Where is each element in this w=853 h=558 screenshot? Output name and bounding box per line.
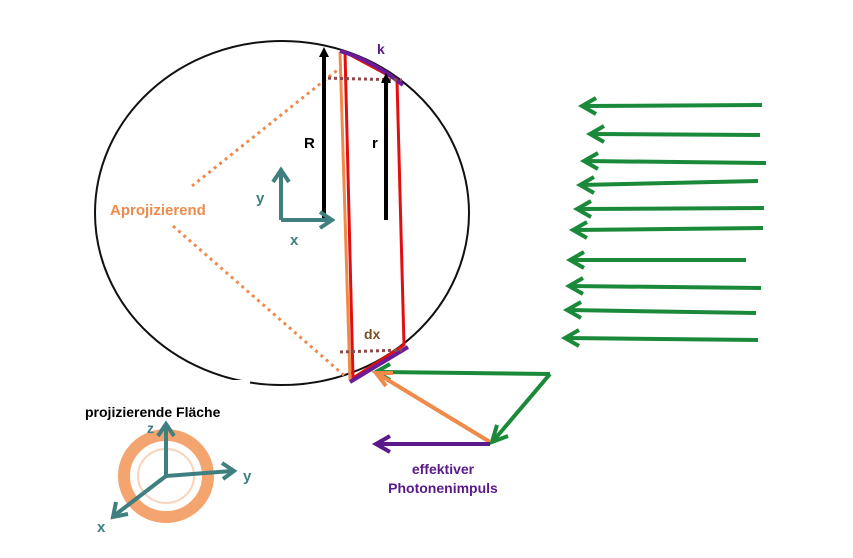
inner-axes [271, 166, 336, 230]
x-axis-3d-head-icon [110, 501, 129, 520]
label-R: R [304, 135, 315, 152]
x-axis-3d-icon [113, 474, 168, 517]
projection-line-top [191, 66, 341, 188]
arc-k-top [339, 49, 405, 87]
photon-arrow-icon [567, 308, 757, 315]
label-dx: dx [364, 326, 381, 342]
projected-area-icon [110, 420, 238, 523]
photon-arrow-icon [569, 284, 762, 290]
label-3d-y: y [243, 468, 252, 485]
photon-arrow-head-icon [577, 96, 597, 116]
projected-edge [338, 51, 352, 381]
photon-arrow-icon [580, 179, 759, 187]
chord-top-dotted [321, 76, 403, 82]
label-r: r [372, 135, 378, 152]
photon-arrow-icon [584, 159, 767, 165]
label-inner-y: y [256, 190, 265, 207]
label-aprojizierend: Aprojizierend [110, 202, 206, 219]
photon-arrow-head-icon [560, 328, 580, 348]
label-effektiver: effektiver [412, 461, 475, 477]
chord-dx-dotted [339, 348, 403, 354]
inner-x-axis-head-icon [318, 210, 336, 230]
projection-line-bottom [172, 224, 348, 380]
photon-arrow-head-icon [564, 276, 584, 296]
photon-arrow-icon [577, 206, 765, 211]
label-projizierende-flaeche: projizierende Fläche [85, 404, 221, 420]
effective-orange-head-icon [371, 371, 393, 388]
y-axis-3d-head-icon [220, 461, 238, 481]
inner-y-axis-head-icon [271, 166, 291, 184]
momentum-triangle [371, 362, 552, 454]
y-axis-3d-icon [165, 469, 233, 478]
photon-arrow-head-icon [575, 175, 595, 195]
label-3d-z: z [147, 420, 154, 436]
incident-green-diagonal-head-icon [488, 424, 509, 446]
effective-orange [376, 372, 492, 444]
circle-gap [150, 380, 250, 400]
effective-purple-head-icon [371, 434, 391, 454]
photon-arrow-head-icon [568, 220, 588, 240]
sphere-outline [94, 40, 470, 386]
photon-arrow-icon [565, 336, 759, 342]
photon-arrow-icon [590, 132, 761, 137]
reflected-green-top [377, 370, 551, 376]
incident-green-diagonal [492, 372, 552, 442]
label-k: k [377, 41, 385, 57]
photon-arrow-icon [573, 226, 764, 232]
label-photonenimpuls: Photonenimpuls [388, 480, 498, 496]
label-3d-x: x [97, 519, 106, 536]
photon-arrow-icon [582, 103, 763, 108]
photon-arrow-head-icon [562, 300, 582, 320]
arc-bottom [348, 345, 410, 384]
photon-arrow-head-icon [565, 250, 585, 270]
photon-arrow-head-icon [585, 124, 605, 144]
photon-arrow-head-icon [572, 199, 592, 219]
label-inner-x: x [290, 232, 299, 249]
incoming-photons [560, 96, 767, 348]
z-axis-3d-head-icon [156, 420, 176, 438]
photon-arrow-head-icon [579, 151, 599, 171]
